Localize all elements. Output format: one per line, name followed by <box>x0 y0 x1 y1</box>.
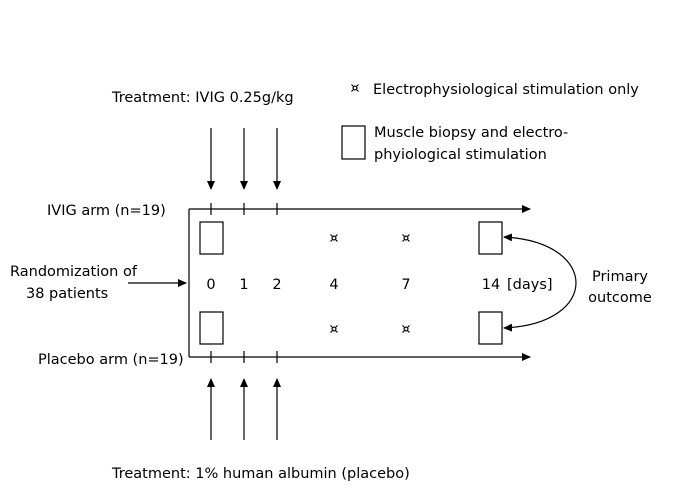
ivig-stimulation-day-7-icon <box>401 233 411 243</box>
stimulation-only-legend-icon <box>350 83 360 93</box>
placebo-biopsy-day-14 <box>478 311 503 345</box>
day-label-7: 7 <box>401 277 410 293</box>
days-unit-label: [days] <box>507 277 553 293</box>
ivig-stimulation-day-4-icon <box>329 233 339 243</box>
day-label-1: 1 <box>239 277 248 293</box>
treatment-bottom-label: Treatment: 1% human albumin (placebo) <box>111 466 410 482</box>
primary-outcome-label-line1: Primary <box>592 269 648 285</box>
treatment-top-label: Treatment: IVIG 0.25g/kg <box>111 90 294 106</box>
placebo-biopsy-day-0 <box>199 311 224 345</box>
day-label-2: 2 <box>272 277 281 293</box>
placebo-stimulation-day-4-icon <box>329 324 339 334</box>
primary-outcome-label-line2: outcome <box>588 290 652 306</box>
legend-stimulation-only-label: Electrophysiological stimulation only <box>373 82 639 98</box>
placebo-stimulation-day-7-icon <box>401 324 411 334</box>
day-label-0: 0 <box>206 277 215 293</box>
legend-biopsy-label-line1: Muscle biopsy and electro- <box>374 125 568 141</box>
biopsy-legend-icon <box>341 125 366 160</box>
randomization-label-line1: Randomization of <box>10 264 138 280</box>
day-label-14: 14 <box>482 277 500 293</box>
legend-biopsy-label-line2: phyiological stimulation <box>374 147 547 163</box>
primary-outcome-arrow <box>503 233 577 332</box>
day-label-4: 4 <box>329 277 338 293</box>
randomization-label-line2: 38 patients <box>26 286 108 302</box>
ivig-arm-label: IVIG arm (n=19) <box>47 203 166 219</box>
ivig-biopsy-day-0 <box>199 221 224 255</box>
timeline-ticks <box>210 203 278 363</box>
placebo-arm-label: Placebo arm (n=19) <box>38 352 184 368</box>
ivig-biopsy-day-14 <box>478 221 503 255</box>
